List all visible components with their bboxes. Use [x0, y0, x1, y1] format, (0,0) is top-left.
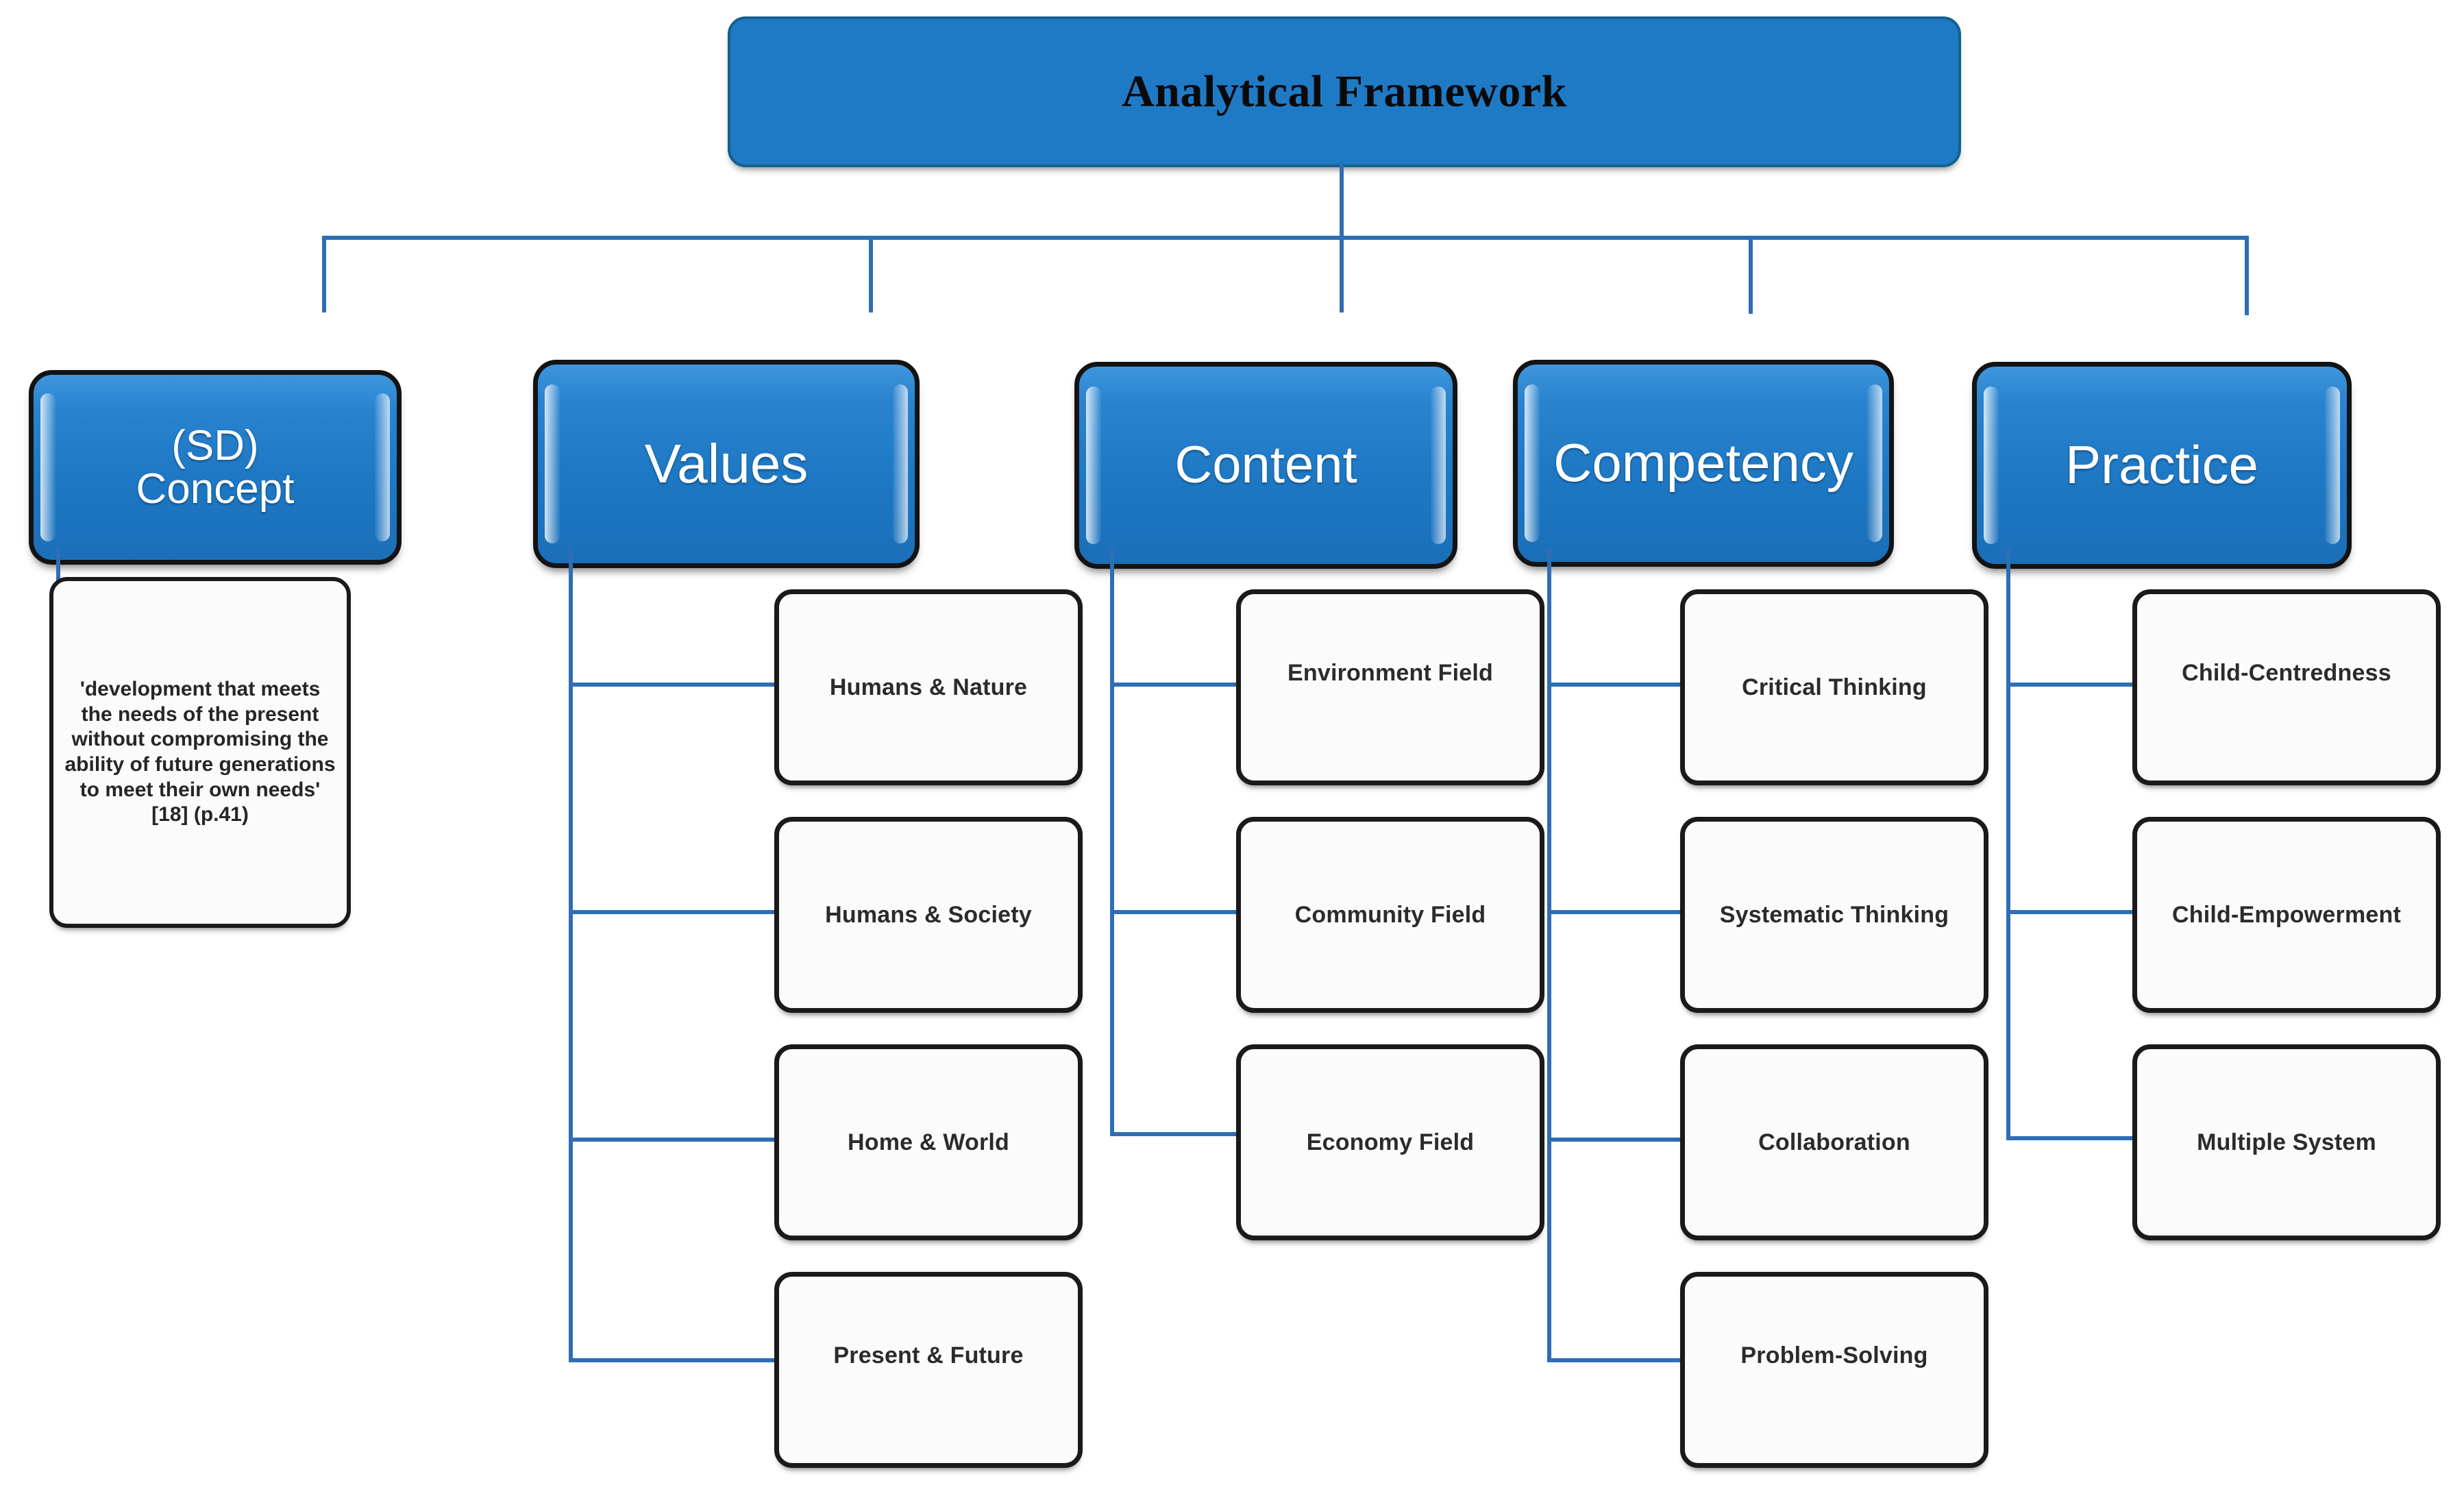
branch-node-sd-concept[interactable]: (SD) Concept [29, 370, 402, 565]
branch-node-competency-label: Competency [1553, 432, 1853, 493]
leaf-node-environment-field[interactable]: Environment Field [1236, 589, 1544, 785]
sd-concept-definition-box: 'development that meets the needs of the… [49, 577, 351, 928]
sd-concept-definition-text: 'development that meets the needs of the… [64, 678, 336, 826]
leaf-node-multiple-system[interactable]: Multiple System [2132, 1044, 2441, 1240]
leaf-node-economy-field-label: Economy Field [1306, 1129, 1475, 1155]
leaf-node-humans-nature[interactable]: Humans & Nature [774, 589, 1083, 785]
sd-concept-label-line1: (SD) [171, 421, 259, 469]
leaf-node-community-field-label: Community Field [1294, 901, 1486, 928]
spine-connector-values [569, 548, 573, 1362]
branch-node-values-label: Values [644, 433, 809, 495]
leaf-node-systematic-thinking[interactable]: Systematic Thinking [1680, 817, 1988, 1013]
top-bus-connector [322, 236, 2249, 240]
drop-connector-sd-concept [322, 236, 326, 312]
sd-concept-label-line2: Concept [136, 465, 295, 513]
branch-connector-child-centredness [2006, 683, 2135, 687]
leaf-node-problem-solving[interactable]: Problem-Solving [1680, 1272, 1988, 1468]
leaf-node-home-world[interactable]: Home & World [774, 1044, 1083, 1240]
branch-connector-humans-society [569, 910, 776, 914]
branch-connector-child-empowerment [2006, 910, 2135, 914]
leaf-node-humans-society[interactable]: Humans & Society [774, 817, 1083, 1013]
leaf-node-systematic-thinking-label: Systematic Thinking [1719, 901, 1949, 928]
leaf-node-environment-field-label: Environment Field [1288, 659, 1493, 686]
branch-connector-environment-field [1110, 683, 1239, 687]
leaf-node-multiple-system-label: Multiple System [2197, 1129, 2376, 1155]
branch-connector-economy-field [1110, 1132, 1239, 1136]
branch-connector-community-field [1110, 910, 1239, 914]
spine-connector-content [1110, 548, 1114, 1136]
root-node-analytical-framework[interactable]: Analytical Framework [728, 16, 1961, 167]
spine-connector-competency [1547, 548, 1551, 1362]
branch-node-content[interactable]: Content [1074, 362, 1457, 569]
spine-connector-sd-concept [56, 548, 60, 581]
leaf-node-critical-thinking[interactable]: Critical Thinking [1680, 589, 1988, 785]
leaf-node-child-empowerment-label: Child-Empowerment [2172, 901, 2401, 928]
leaf-node-problem-solving-label: Problem-Solving [1740, 1342, 1928, 1368]
branch-node-sd-concept-label: (SD) Concept [136, 424, 295, 511]
leaf-node-collaboration-label: Collaboration [1758, 1129, 1910, 1155]
branch-node-competency[interactable]: Competency [1513, 360, 1894, 567]
branch-connector-collaboration [1547, 1138, 1683, 1142]
leaf-node-home-world-label: Home & World [847, 1129, 1009, 1155]
leaf-node-humans-society-label: Humans & Society [825, 901, 1032, 928]
leaf-node-collaboration[interactable]: Collaboration [1680, 1044, 1988, 1240]
branch-connector-humans-nature [569, 683, 776, 687]
leaf-node-critical-thinking-label: Critical Thinking [1742, 674, 1927, 700]
root-node-label: Analytical Framework [1122, 66, 1567, 116]
leaf-node-economy-field[interactable]: Economy Field [1236, 1044, 1544, 1240]
drop-connector-values [869, 236, 873, 312]
branch-node-values[interactable]: Values [533, 360, 920, 568]
branch-connector-critical-thinking [1547, 683, 1683, 687]
branch-node-practice[interactable]: Practice [1972, 362, 2352, 569]
drop-connector-competency [1749, 238, 1753, 314]
branch-node-content-label: Content [1174, 436, 1357, 495]
branch-connector-multiple-system [2006, 1136, 2135, 1140]
drop-connector-content [1340, 236, 1344, 312]
branch-node-practice-label: Practice [2065, 434, 2258, 495]
branch-connector-present-future [569, 1358, 776, 1362]
leaf-node-present-future[interactable]: Present & Future [774, 1272, 1083, 1468]
leaf-node-child-centredness[interactable]: Child-Centredness [2132, 589, 2441, 785]
spine-connector-practice [2006, 548, 2010, 1140]
branch-connector-systematic-thinking [1547, 910, 1683, 914]
branch-connector-problem-solving [1547, 1358, 1683, 1362]
root-stem-connector [1340, 162, 1344, 238]
branch-connector-home-world [569, 1138, 776, 1142]
leaf-node-child-empowerment[interactable]: Child-Empowerment [2132, 817, 2441, 1013]
leaf-node-humans-nature-label: Humans & Nature [829, 674, 1028, 700]
leaf-node-present-future-label: Present & Future [833, 1342, 1024, 1368]
drop-connector-practice [2245, 240, 2249, 315]
leaf-node-community-field[interactable]: Community Field [1236, 817, 1544, 1013]
leaf-node-child-centredness-label: Child-Centredness [2182, 659, 2391, 686]
